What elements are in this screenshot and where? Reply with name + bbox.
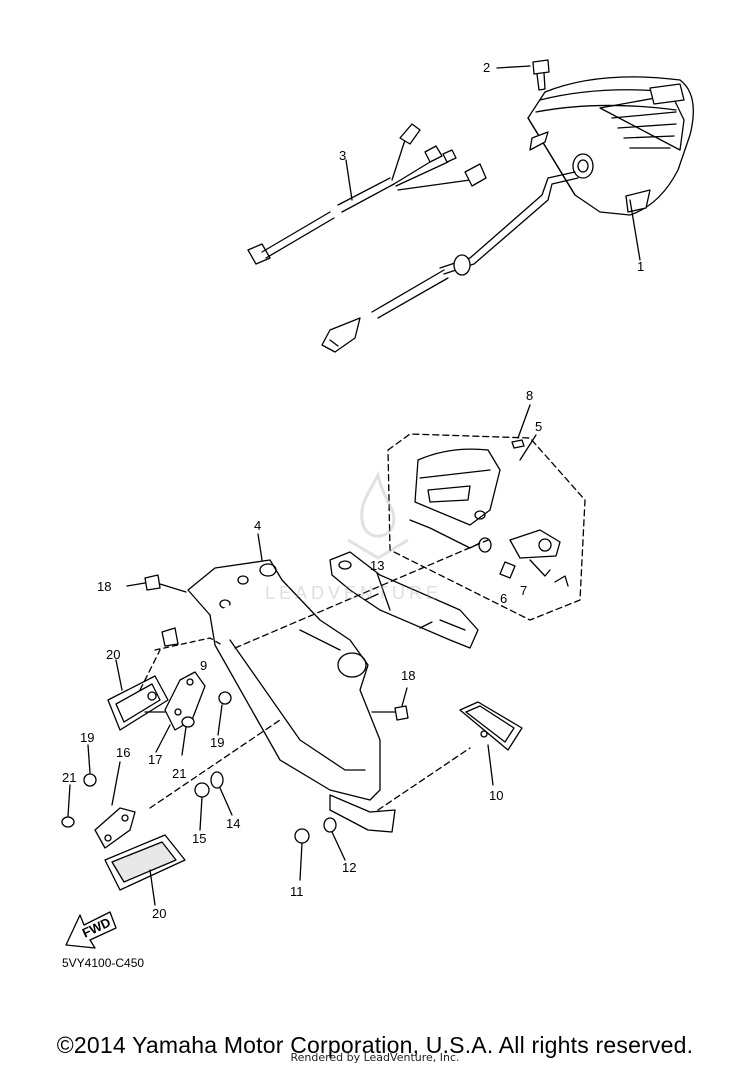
callout-20-upper: 20 [106, 647, 120, 662]
leadventure-logo-watermark [347, 470, 409, 560]
bolt-part-2 [532, 59, 550, 91]
reflector-right [459, 701, 523, 751]
fwd-arrow-icon: FWD [65, 911, 117, 949]
callout-11: 11 [290, 884, 304, 899]
callout-21-lower: 21 [62, 770, 76, 785]
callout-19-upper: 19 [210, 735, 224, 750]
parts-exploded-diagram: FWD 1 2 3 4 5 6 7 8 9 10 11 12 13 14 15 … [61, 59, 694, 949]
callout-18-lower: 18 [401, 668, 415, 683]
watermark-text: LEADVENTURE [265, 583, 443, 603]
rendered-by-credit: Rendered by LeadVenture, Inc. [290, 1051, 460, 1064]
clip-part-9 [161, 627, 179, 647]
callout-18-upper: 18 [97, 579, 111, 594]
callout-17: 17 [148, 752, 162, 767]
callout-19-lower: 19 [80, 730, 94, 745]
rear-fender-bracket [187, 559, 396, 833]
washer-part-14 [210, 771, 224, 789]
reflector-upper [107, 675, 169, 731]
nut-part-11 [294, 828, 310, 844]
screw-part-7 [554, 575, 569, 587]
reflector-lower [104, 834, 186, 891]
callout-15: 15 [192, 831, 206, 846]
callout-20-lower: 20 [152, 906, 166, 921]
callout-9: 9 [200, 658, 207, 673]
screw-part-8 [511, 439, 525, 449]
bulb-part-6 [499, 561, 516, 579]
license-lamp-dashed-group [387, 433, 586, 621]
callout-8: 8 [526, 388, 533, 403]
bolt-part-18-lower [394, 705, 409, 721]
license-lamp-housing [414, 448, 501, 526]
nut-part-15 [194, 782, 210, 798]
callout-7: 7 [520, 583, 527, 598]
wire-harness [247, 123, 487, 265]
diagram-part-code: 5VY4100-C450 [62, 956, 145, 970]
tail-light-assembly [321, 76, 694, 353]
bolt-part-18-upper [144, 574, 161, 591]
callout-6: 6 [500, 591, 507, 606]
callout-2: 2 [483, 60, 490, 75]
callout-13: 13 [370, 558, 384, 573]
collar-part-19-lower [83, 773, 97, 787]
bulb-socket [409, 519, 561, 577]
washer-part-12 [323, 817, 337, 833]
callout-1: 1 [637, 259, 644, 274]
callout-16: 16 [116, 745, 130, 760]
callout-12: 12 [342, 860, 356, 875]
nut-part-21-upper [181, 716, 195, 728]
license-bracket [329, 551, 479, 649]
collar-part-19-upper [218, 691, 232, 705]
callout-5: 5 [535, 419, 542, 434]
callout-21-upper: 21 [172, 766, 186, 781]
stay-part-17 [164, 671, 206, 731]
callout-3: 3 [339, 148, 346, 163]
stay-part-16 [94, 807, 136, 849]
leader-1 [629, 199, 641, 261]
nut-part-21-lower [61, 816, 75, 828]
callout-14: 14 [226, 816, 240, 831]
callout-4: 4 [254, 518, 261, 533]
callout-10: 10 [489, 788, 503, 803]
copyright-notice: ©2014 Yamaha Motor Corporation, U.S.A. A… [56, 1032, 694, 1058]
